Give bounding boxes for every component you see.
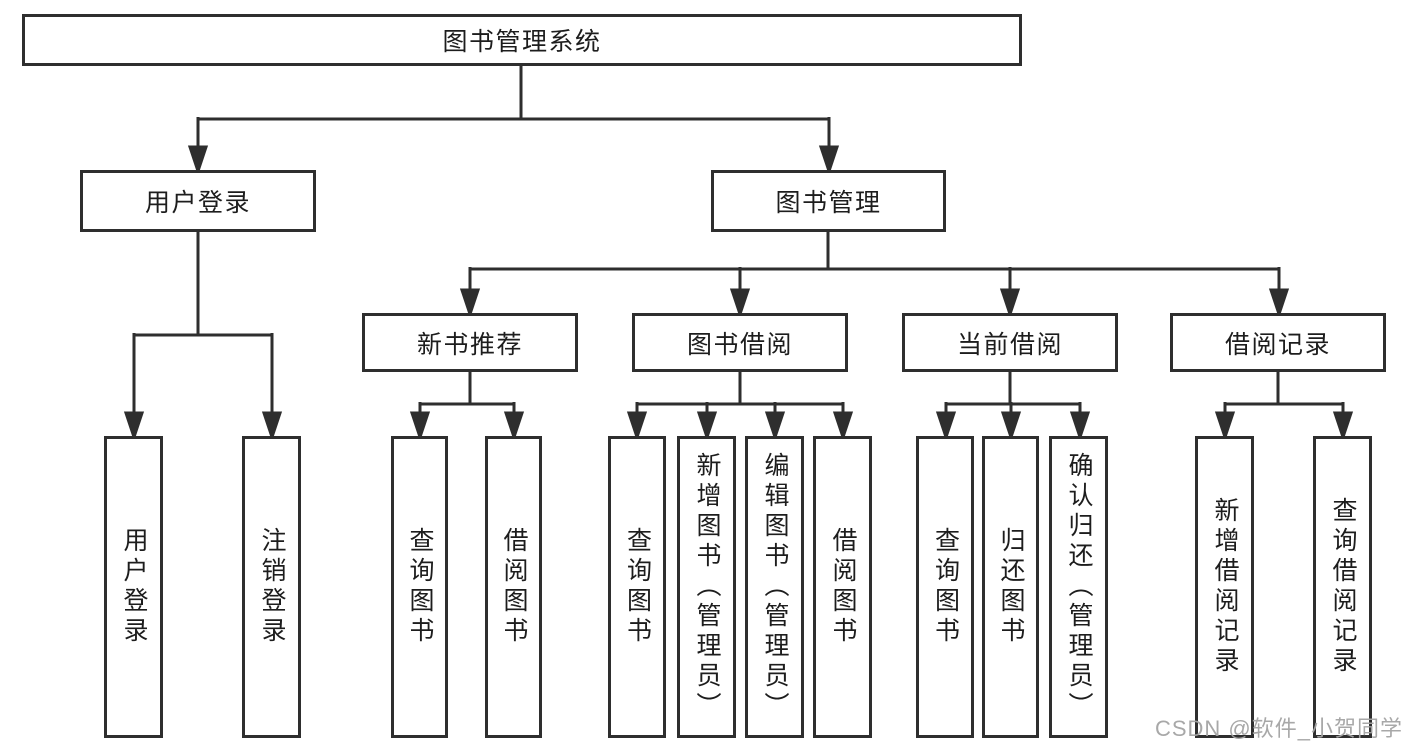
node-borrow-record-label: 借阅记录 xyxy=(1224,330,1331,359)
arrowhead-icon xyxy=(503,411,525,442)
node-user-login: 用户登录 xyxy=(80,170,316,232)
leaf-borrow-book-2: 借阅图书 xyxy=(813,436,872,738)
leaf-add-book-admin-label: 新增图书（管理员） xyxy=(693,452,721,722)
node-current-borrow: 当前借阅 xyxy=(902,313,1118,372)
arrowhead-icon xyxy=(1069,411,1091,442)
node-new-book-rec: 新书推荐 xyxy=(362,313,578,372)
arrowhead-icon xyxy=(459,288,481,319)
arrowhead-icon xyxy=(935,411,957,442)
leaf-add-borrow-record-label: 新增借阅记录 xyxy=(1211,497,1239,677)
node-user-login-label: 用户登录 xyxy=(144,189,251,217)
leaf-query-borrow-record-label: 查询借阅记录 xyxy=(1329,497,1357,677)
arrowhead-icon xyxy=(261,411,283,442)
leaf-query-book-1-label: 查询图书 xyxy=(406,527,434,647)
leaf-edit-book-admin: 编辑图书（管理员） xyxy=(745,436,804,738)
node-borrow-record: 借阅记录 xyxy=(1170,313,1386,372)
arrowhead-icon xyxy=(818,145,840,176)
leaf-confirm-return-admin-label: 确认归还（管理员） xyxy=(1065,452,1093,722)
csdn-watermark: CSDN @软件_小贺同学 xyxy=(1154,716,1403,741)
arrowhead-icon xyxy=(1268,288,1290,319)
leaf-query-book-2-label: 查询图书 xyxy=(623,527,652,647)
arrowhead-icon xyxy=(187,145,209,176)
leaf-logout: 注销登录 xyxy=(242,436,301,738)
arrowhead-icon xyxy=(626,411,648,442)
arrowhead-icon xyxy=(409,411,431,442)
leaf-borrow-book-1: 借阅图书 xyxy=(485,436,542,738)
node-book-mgmt: 图书管理 xyxy=(711,170,946,232)
node-root: 图书管理系统 xyxy=(22,14,1022,66)
arrowhead-icon xyxy=(832,411,854,442)
leaf-borrow-book-2-label: 借阅图书 xyxy=(829,527,857,647)
leaf-query-book-1: 查询图书 xyxy=(391,436,448,738)
leaf-query-book-3: 查询图书 xyxy=(916,436,974,738)
leaf-query-borrow-record: 查询借阅记录 xyxy=(1313,436,1372,738)
leaf-logout-label: 注销登录 xyxy=(258,527,286,647)
leaf-edit-book-admin-label: 编辑图书（管理员） xyxy=(761,452,789,722)
leaf-confirm-return-admin: 确认归还（管理员） xyxy=(1049,436,1108,738)
arrowhead-icon xyxy=(729,288,751,319)
leaf-return-book: 归还图书 xyxy=(982,436,1039,738)
node-new-book-rec-label: 新书推荐 xyxy=(416,330,523,359)
leaf-user-login-label: 用户登录 xyxy=(120,527,148,647)
leaf-query-book-3-label: 查询图书 xyxy=(931,527,960,647)
arrowhead-icon xyxy=(764,411,786,442)
leaf-return-book-label: 归还图书 xyxy=(997,527,1025,647)
node-book-borrow: 图书借阅 xyxy=(632,313,848,372)
node-book-borrow-label: 图书借阅 xyxy=(686,330,793,359)
leaf-user-login: 用户登录 xyxy=(104,436,163,738)
arrowhead-icon xyxy=(1214,411,1236,442)
arrowhead-icon xyxy=(999,288,1021,319)
arrowhead-icon xyxy=(123,411,145,442)
arrowhead-icon xyxy=(1000,411,1022,442)
leaf-add-borrow-record: 新增借阅记录 xyxy=(1195,436,1254,738)
leaf-query-book-2: 查询图书 xyxy=(608,436,666,738)
node-book-mgmt-label: 图书管理 xyxy=(775,189,882,217)
leaf-add-book-admin: 新增图书（管理员） xyxy=(677,436,736,738)
leaf-borrow-book-1-label: 借阅图书 xyxy=(500,527,528,647)
node-current-borrow-label: 当前借阅 xyxy=(956,330,1063,359)
node-root-label: 图书管理系统 xyxy=(442,28,602,56)
arrowhead-icon xyxy=(1332,411,1354,442)
arrowhead-icon xyxy=(696,411,718,442)
